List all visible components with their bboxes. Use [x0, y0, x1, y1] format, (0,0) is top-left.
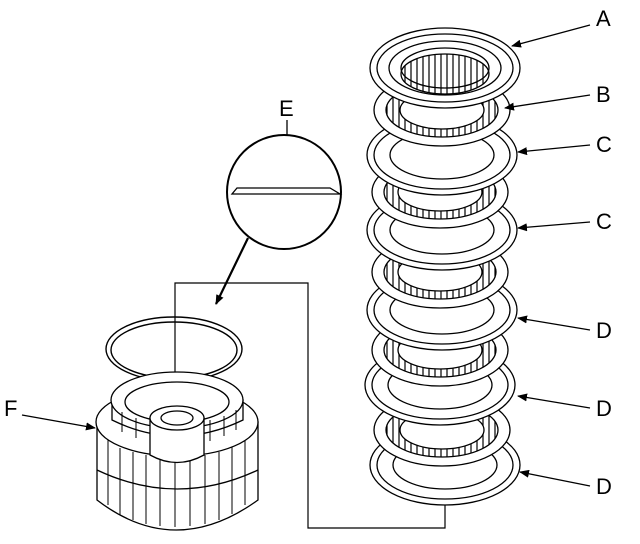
detail-e — [215, 120, 343, 305]
leader-d2 — [517, 393, 591, 409]
callout-d2: D — [596, 396, 612, 421]
callout-a: A — [596, 6, 611, 31]
leader-d1 — [517, 315, 591, 331]
clutch-plate-stack — [364, 27, 521, 506]
callout-d1: D — [596, 318, 612, 343]
snap-ring-section — [230, 187, 343, 195]
leader-d3 — [519, 469, 591, 487]
leader-b — [504, 94, 591, 111]
connector-line — [174, 282, 446, 529]
callout-c1: C — [596, 132, 612, 157]
leader-c1 — [517, 144, 591, 156]
callout-leaders — [21, 24, 591, 487]
callout-f: F — [4, 396, 18, 421]
leader-c2 — [517, 221, 591, 232]
callout-d3: D — [596, 474, 612, 499]
leader-a — [511, 24, 591, 48]
plate-a — [369, 27, 521, 109]
detail-arrow — [215, 237, 249, 305]
clutch-drum-assembly — [95, 371, 259, 531]
callout-c2: C — [596, 209, 612, 234]
leader-f — [21, 414, 96, 431]
callout-b: B — [596, 82, 611, 107]
callout-e: E — [279, 96, 294, 121]
